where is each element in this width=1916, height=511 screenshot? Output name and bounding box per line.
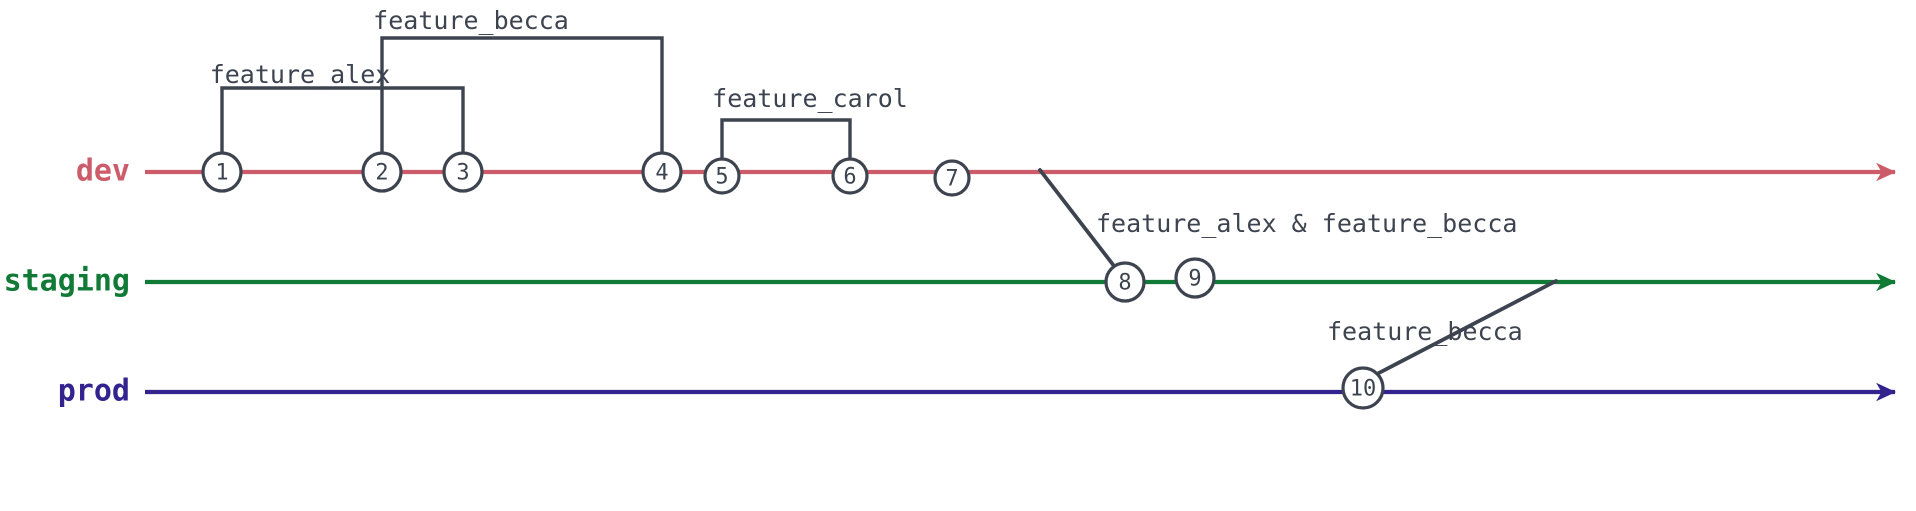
branch-lines-layer xyxy=(145,162,1897,402)
branch-label-staging: staging xyxy=(4,264,130,299)
feature-bracket-alex xyxy=(220,86,465,172)
commit-number-4: 4 xyxy=(655,161,668,186)
commit-node-4[interactable]: 4 xyxy=(641,151,683,193)
commit-number-9: 9 xyxy=(1188,267,1201,292)
commit-number-5: 5 xyxy=(715,165,728,190)
branch-label-prod: prod xyxy=(58,374,130,409)
feature-label-carol: feature_carol xyxy=(712,84,908,113)
commit-number-7: 7 xyxy=(945,167,958,192)
merge-label-dev-to-staging: feature_alex & feature_becca xyxy=(1096,209,1517,238)
commit-number-1: 1 xyxy=(215,161,228,186)
commit-node-3[interactable]: 3 xyxy=(442,151,484,193)
feature-bracket-becca xyxy=(380,36,664,172)
commit-circle-8[interactable] xyxy=(1104,261,1146,303)
commit-number-3: 3 xyxy=(456,161,469,186)
commit-node-10[interactable]: 10 xyxy=(1341,366,1385,410)
commit-node-8[interactable]: 8 xyxy=(1104,261,1146,303)
feature-brackets-layer xyxy=(220,36,852,172)
commit-node-9[interactable]: 9 xyxy=(1174,257,1216,299)
commit-nodes-layer: 1 2 3 4 5 6 xyxy=(201,151,1385,410)
commit-number-2: 2 xyxy=(375,161,388,186)
commit-number-10: 10 xyxy=(1350,377,1377,402)
merge-line-staging-to-prod xyxy=(1373,279,1558,377)
commit-node-6[interactable]: 6 xyxy=(831,157,869,195)
commit-circle-9[interactable] xyxy=(1174,257,1216,299)
commit-number-6: 6 xyxy=(843,165,856,190)
feature-label-alex: feature_alex xyxy=(210,60,391,89)
commit-node-5[interactable]: 5 xyxy=(703,157,741,195)
commit-circle-6[interactable] xyxy=(831,157,869,195)
merge-lines-layer xyxy=(1038,168,1558,377)
branch-label-dev: dev xyxy=(76,154,130,189)
merge-line-dev-to-staging xyxy=(1038,168,1123,277)
merge-label-staging-to-prod: feature_becca xyxy=(1327,317,1523,346)
commit-node-7[interactable]: 7 xyxy=(933,159,971,197)
commit-circle-4[interactable] xyxy=(641,151,683,193)
commit-circle-3[interactable] xyxy=(442,151,484,193)
commit-number-8: 8 xyxy=(1118,271,1131,296)
commit-circle-5[interactable] xyxy=(703,157,741,195)
commit-circle-10[interactable] xyxy=(1341,366,1385,410)
feature-labels-layer: feature_alex feature_becca feature_carol xyxy=(210,6,908,113)
commit-node-2[interactable]: 2 xyxy=(361,151,403,193)
commit-circle-1[interactable] xyxy=(201,151,243,193)
branch-labels-layer: dev staging prod xyxy=(4,154,130,409)
commit-circle-2[interactable] xyxy=(361,151,403,193)
merge-labels-layer: feature_alex & feature_becca feature_bec… xyxy=(1096,209,1523,346)
commit-circle-7[interactable] xyxy=(933,159,971,197)
feature-bracket-carol xyxy=(720,118,852,172)
feature-label-becca: feature_becca xyxy=(373,6,569,35)
commit-node-1[interactable]: 1 xyxy=(201,151,243,193)
